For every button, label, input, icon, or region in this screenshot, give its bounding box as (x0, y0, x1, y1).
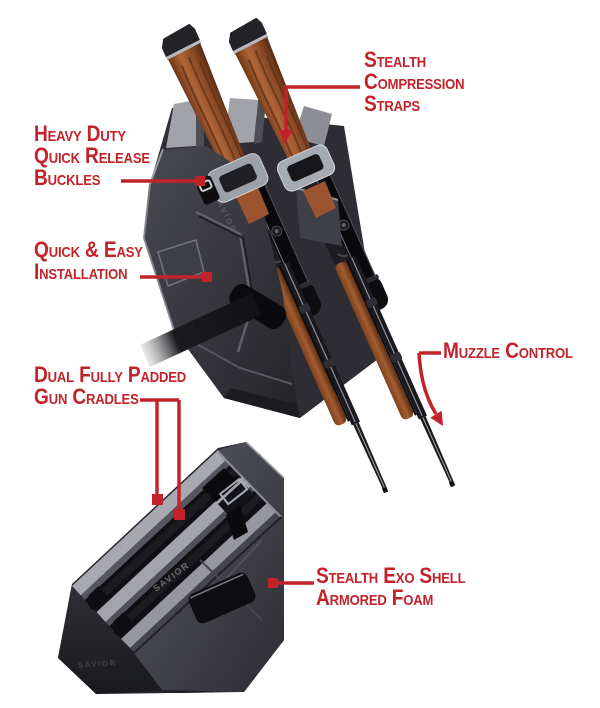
installation-strap (140, 293, 262, 367)
callout-line: Muzzle Control (443, 338, 573, 363)
callout-line: Installation (34, 259, 128, 284)
callout-line: Dual Fully Padded (34, 362, 187, 387)
callout-quick-easy-installation: Quick & Easy Installation (34, 239, 143, 283)
callout-line: Heavy Duty (34, 121, 126, 146)
callout-line: Stealth (364, 47, 427, 72)
compression-strap-right (276, 144, 336, 192)
stock-wood-left (236, 187, 269, 224)
callout-dual-fully-padded-gun-cradles: Dual Fully Padded Gun Cradles (34, 364, 186, 408)
callout-line: Buckles (34, 165, 101, 190)
callout-heavy-duty-quick-release-buckles: Heavy Duty Quick Release Buckles (34, 123, 150, 189)
callout-line: Compression (364, 69, 465, 94)
leader-muzzle-curve (417, 352, 438, 415)
empty-cradle-render: SAVIOR SAVIOR (58, 441, 285, 694)
stock-wood-right (303, 181, 336, 218)
endpoint-gun-cradle-2 (174, 509, 185, 520)
endpoint-quick-release-buckles (195, 176, 205, 186)
callout-leaders (121, 85, 441, 585)
callout-line: Armored Foam (316, 585, 434, 610)
callout-muzzle-control: Muzzle Control (443, 340, 573, 362)
cradle-slope-bands: SAVIOR SAVIOR (58, 450, 284, 694)
callout-leader-ends (152, 130, 443, 588)
arrowhead-muzzle-control (430, 410, 443, 426)
callout-line: Straps (364, 91, 420, 116)
arrowhead-compression-straps (279, 130, 293, 144)
callout-stealth-exo-shell-armored-foam: Stealth Exo Shell Armored Foam (316, 563, 466, 610)
leader-compression-straps (284, 85, 360, 132)
callout-line: Stealth Exo Shell (316, 563, 466, 588)
callout-line: Quick Release (34, 143, 150, 168)
endpoint-installation (202, 272, 212, 282)
endpoint-gun-cradle-1 (152, 494, 163, 505)
cradle-right-face (133, 441, 285, 692)
callout-stealth-compression-straps: Stealth Compression Straps (364, 47, 465, 116)
embossed-brand-base: SAVIOR (78, 658, 118, 670)
callout-line: Gun Cradles (34, 384, 139, 409)
endpoint-exo-shell (268, 578, 278, 588)
carry-handle-cutout (188, 572, 256, 624)
callout-line: Quick & Easy (34, 237, 143, 262)
cradle-notches (88, 586, 133, 636)
